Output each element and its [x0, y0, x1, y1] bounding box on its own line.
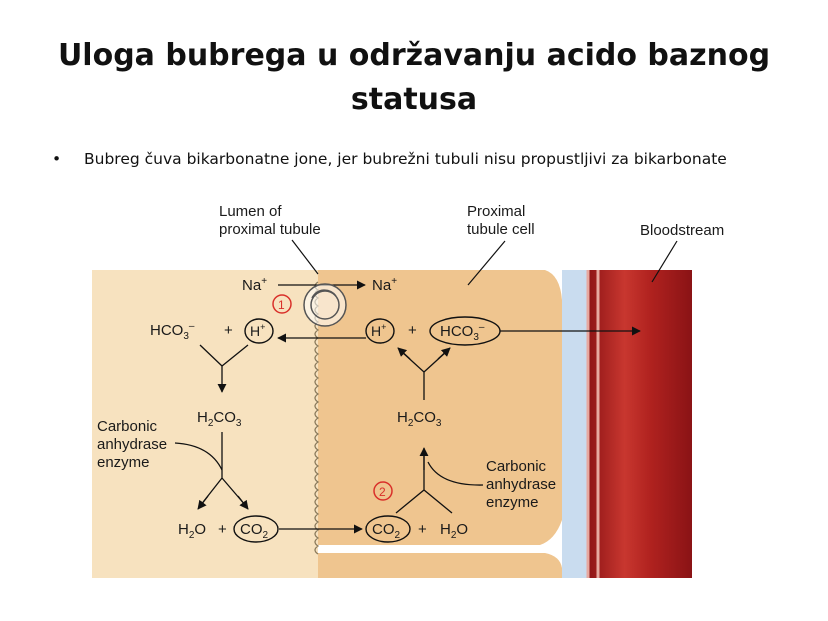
lumen-h-circle: [244, 318, 274, 344]
label-cell-line-1: Proximal: [467, 203, 525, 220]
marker-one: [272, 294, 292, 314]
cell-plus-1: +: [408, 322, 417, 339]
cell-plus-2: +: [418, 521, 427, 538]
label-cell-line-2: tubule cell: [467, 221, 535, 238]
lumen-plus-1: +: [224, 322, 233, 339]
cell-h: H+: [371, 322, 386, 339]
lumen-plus-2: +: [218, 521, 227, 538]
na-h-antiporter-icon: [303, 283, 347, 327]
cell-na: Na+: [372, 276, 397, 294]
lumen-h2o: H2O: [178, 521, 206, 541]
slide-title: Uloga bubrega u održavanju acido baznog …: [0, 34, 828, 122]
lumen-enzyme-line-2: anhydrase: [97, 436, 167, 453]
lumen-co2: CO2: [240, 521, 269, 541]
label-lumen-line-2: proximal tubule: [219, 221, 321, 238]
brush-border: [314, 281, 320, 555]
label-lumen-line-1: Lumen of: [219, 203, 282, 220]
vessel-wall: [586, 270, 600, 578]
marker-two: [373, 481, 393, 501]
cell-h2o: H2O: [440, 521, 468, 541]
cell-enzyme-pointer: [427, 461, 484, 486]
proximal-tubule-cell: [318, 270, 562, 545]
lumen-enzyme-line-3: enzyme: [97, 454, 150, 471]
bloodstream-vessel: [588, 270, 692, 578]
lumen-hco3: HCO3–: [150, 321, 195, 342]
lumen-split-head-right: [237, 495, 249, 510]
lumen-split-head-left: [197, 495, 209, 510]
lumen-h2co3: H2CO3: [197, 409, 242, 429]
cell-split-head-right: [437, 347, 451, 360]
marker-two-label: 2: [379, 485, 386, 499]
lumen-na: Na+: [242, 276, 267, 294]
label-bloodstream: Bloodstream: [640, 222, 724, 239]
cell-split-head-left: [397, 347, 411, 360]
bullet-dot-icon: •: [52, 150, 62, 168]
cell-enzyme-line-1: Carbonic: [486, 458, 547, 475]
slide-title-line-2: statusa: [350, 82, 478, 117]
cell-co2: CO2: [372, 521, 401, 541]
lumen-co2-circle: [233, 515, 279, 543]
bullet-text: Bubreg čuva bikarbonatne jone, jer bubre…: [84, 150, 727, 168]
lumen-pointer-line: [291, 239, 319, 275]
lumen-enzyme-line-1: Carbonic: [97, 418, 158, 435]
cell-enzyme-line-2: anhydrase: [486, 476, 556, 493]
lumen-combine-arrow: [199, 344, 249, 392]
cell-co2-circle: [365, 515, 411, 543]
slide-title-line-1: Uloga bubrega u održavanju acido baznog: [57, 38, 771, 73]
cell-pointer-line: [467, 240, 506, 286]
marker-one-label: 1: [278, 298, 285, 312]
cell-hco3: HCO3–: [440, 322, 485, 343]
lumen-region: [92, 270, 318, 578]
cell-enzyme-line-3: enzyme: [486, 494, 539, 511]
neighbor-cell: [318, 553, 562, 578]
lumen-enzyme-pointer: [174, 442, 223, 471]
cell-h-circle: [365, 318, 395, 344]
blood-pointer-line: [651, 240, 678, 283]
lumen-h: H+: [250, 322, 265, 339]
cell-h2co3: H2CO3: [397, 409, 442, 429]
